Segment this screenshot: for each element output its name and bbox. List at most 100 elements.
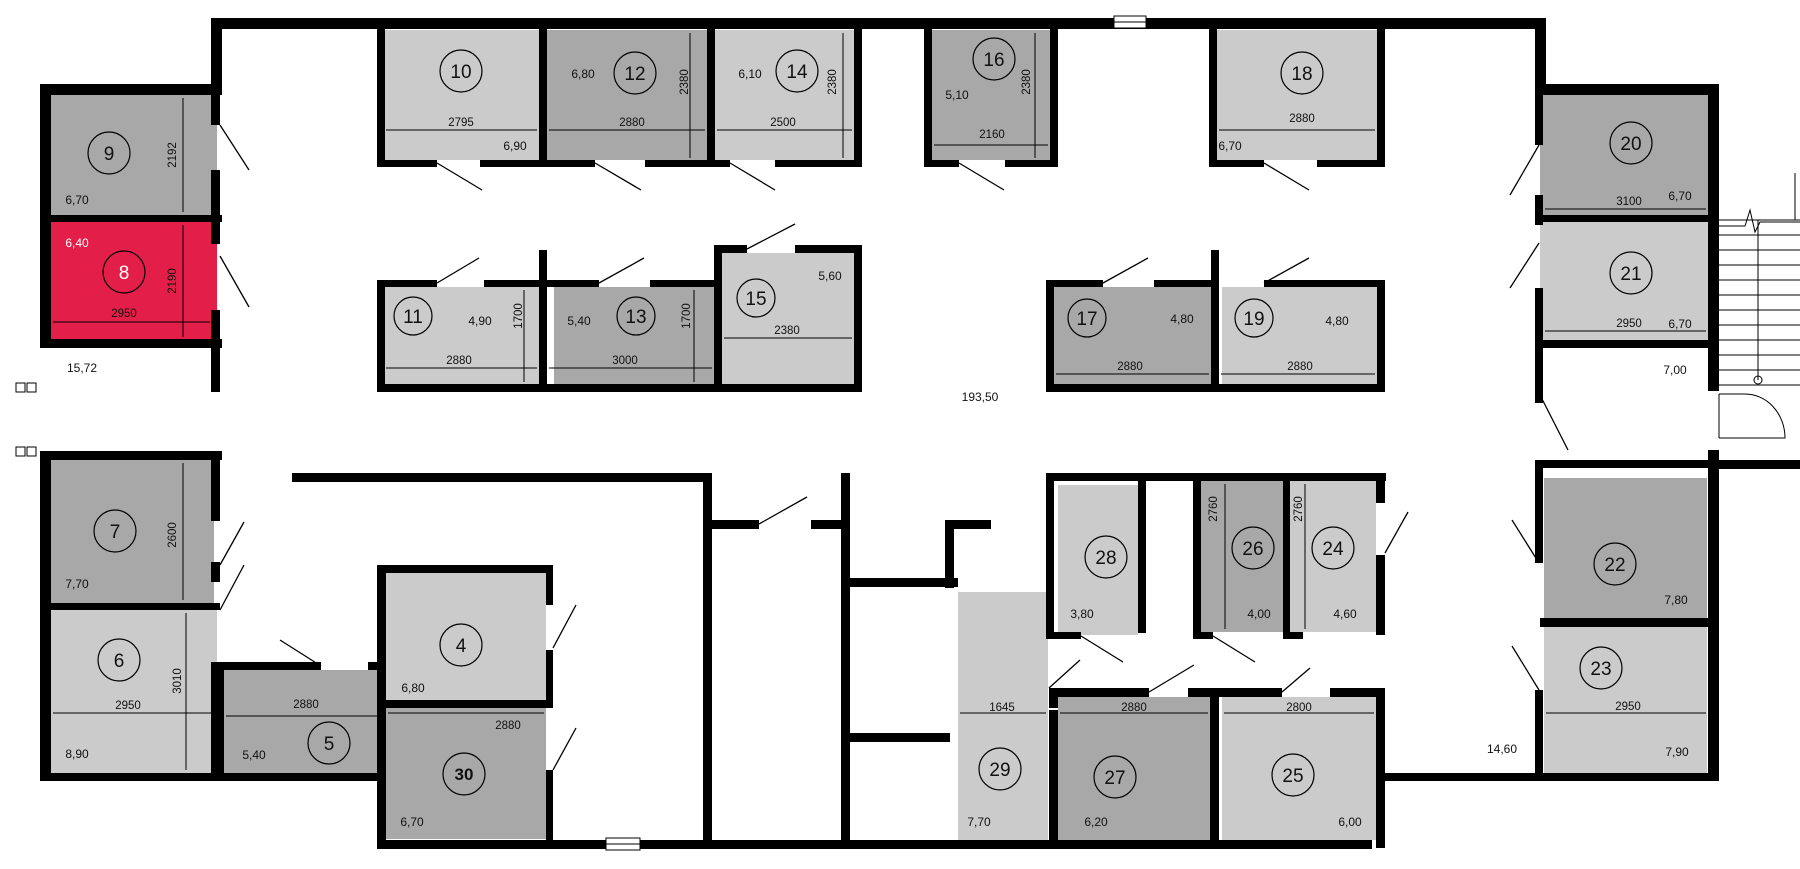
unit-5[interactable] [224,670,381,773]
corridor-main-area: 193,50 [962,390,999,404]
unit-25-width: 2800 [1286,702,1312,714]
right-hall-area: 14,60 [1487,742,1517,756]
unit-25-number: 25 [1282,766,1303,787]
unit-15-area: 5,60 [818,269,842,283]
unit-8-number: 8 [119,263,130,284]
unit-29[interactable] [958,592,1048,840]
unit-21-width: 2950 [1616,318,1642,330]
unit-7-depth: 2600 [167,522,179,548]
unit-18-width: 2880 [1289,113,1315,125]
unit-20-area: 6,70 [1668,189,1692,203]
unit-24-number: 24 [1322,539,1344,560]
unit-30-number: 30 [455,765,474,784]
unit-9-depth: 2192 [167,142,179,168]
labels: 10 6,90 2795 12 6,80 2880 2380 14 6,10 2… [65,50,1692,829]
unit-30-width: 2880 [495,720,521,732]
unit-8[interactable] [51,222,217,340]
unit-13[interactable] [554,287,714,385]
unit-14-number: 14 [786,62,808,83]
unit-12-width: 2880 [619,117,645,129]
unit-26-number: 26 [1242,539,1263,560]
unit-19-width: 2880 [1287,361,1313,373]
unit-24[interactable] [1290,480,1376,632]
unit-28-number: 28 [1095,548,1116,569]
unit-4-area: 6,80 [401,681,425,695]
unit-23[interactable] [1544,627,1707,774]
unit-13-area: 5,40 [567,314,591,328]
unit-9-number: 9 [104,144,115,165]
unit-29-number: 29 [989,760,1010,781]
unit-5-area: 5,40 [242,748,266,762]
doors [219,124,1569,771]
unit-12[interactable] [547,30,707,160]
unit-6-area: 8,90 [65,747,89,761]
unit-5-width: 2880 [293,699,319,711]
unit-19-area: 4,80 [1325,314,1349,328]
unit-24-area: 4,60 [1333,607,1357,621]
unit-20-number: 20 [1620,134,1641,155]
unit-8-depth: 2190 [167,268,179,294]
dimension-lines [53,33,1706,770]
unit-27-area: 6,20 [1084,815,1108,829]
unit-17-area: 4,80 [1170,312,1194,326]
unit-7-number: 7 [110,522,121,543]
unit-17-number: 17 [1076,309,1097,330]
unit-23-width: 2950 [1615,701,1641,713]
unit-11-width: 2880 [446,355,472,367]
unit-27-number: 27 [1104,768,1125,789]
unit-14-width: 2500 [770,117,796,129]
unit-11[interactable] [385,287,539,385]
unit-9-area: 6,70 [65,193,89,207]
unit-27-width: 2880 [1121,702,1147,714]
unit-9[interactable] [51,95,217,215]
unit-11-number: 11 [403,307,423,328]
unit-4[interactable] [386,573,546,700]
unit-16[interactable] [932,30,1050,160]
unit-19-number: 19 [1243,309,1264,330]
unit-17-width: 2880 [1117,361,1143,373]
unit-20[interactable] [1540,95,1708,215]
unit-14[interactable] [715,30,854,160]
unit-10-area: 6,90 [503,139,527,153]
unit-12-area: 6,80 [571,67,595,81]
unit-25-area: 6,00 [1338,815,1362,829]
unit-16-number: 16 [983,50,1004,71]
unit-24-depth: 2760 [1293,496,1305,522]
unit-6[interactable] [51,610,217,773]
unit-5-number: 5 [324,734,335,755]
left-hall-area: 15,72 [67,361,97,375]
unit-18[interactable] [1217,30,1377,160]
unit-22[interactable] [1544,478,1707,618]
unit-12-number: 12 [624,64,645,85]
unit-23-area: 7,90 [1665,745,1689,759]
stair-landing-area: 7,00 [1663,363,1687,377]
unit-25[interactable] [1222,697,1380,840]
unit-10[interactable] [385,30,539,160]
unit-16-area: 5,10 [945,88,969,102]
unit-15[interactable] [722,253,854,385]
unit-number-circles [87,37,1653,799]
unit-6-width: 2950 [115,700,141,712]
unit-28[interactable] [1058,485,1138,635]
unit-16-width: 2160 [979,129,1005,141]
unit-18-number: 18 [1291,64,1312,85]
unit-7[interactable] [51,460,214,603]
unit-28-area: 3,80 [1070,607,1094,621]
unit-11-depth: 1700 [513,303,525,329]
unit-21-area: 6,70 [1668,317,1692,331]
staircase [1718,173,1800,439]
walls [40,18,1800,849]
unit-15-width: 2380 [774,325,800,337]
unit-30-area: 6,70 [400,815,424,829]
unit-26[interactable] [1201,480,1283,632]
unit-26-area: 4,00 [1247,607,1271,621]
unit-29-area: 7,70 [967,815,991,829]
unit-8-area: 6,40 [65,236,89,250]
unit-21[interactable] [1540,222,1708,340]
unit-4-number: 4 [456,636,467,657]
unit-16-depth: 2380 [1021,69,1033,95]
unit-30[interactable] [386,708,546,839]
room-fills [51,30,1708,840]
window-markers [15,15,1147,851]
unit-10-width: 2795 [448,117,474,129]
